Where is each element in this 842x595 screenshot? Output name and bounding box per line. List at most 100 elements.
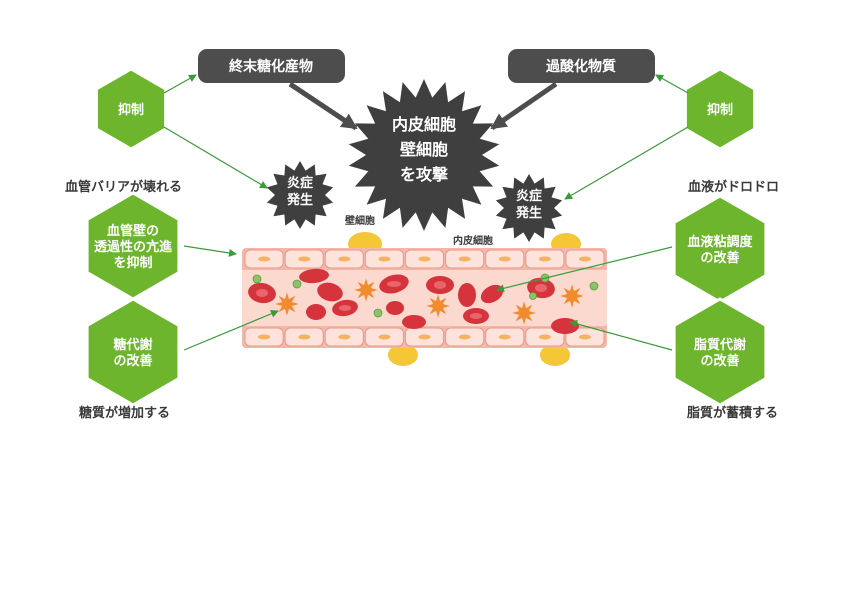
hexagon-text: 糖代謝 <box>113 337 152 353</box>
rbc <box>551 318 579 334</box>
burst-left-line-2: 発生 <box>286 192 313 208</box>
hexagon-text: 脂質代謝 <box>693 337 746 353</box>
hexagon-shape <box>85 297 181 407</box>
hex-suppress-top-right: 抑制 <box>683 67 757 151</box>
rbc-highlight <box>387 281 401 287</box>
hexagon-shape <box>672 297 768 407</box>
red-blood-cell-highlights <box>256 281 547 319</box>
particle <box>529 292 537 300</box>
label-wall-cell: 壁細胞 <box>345 214 375 227</box>
wall-cell-bottom-left <box>388 344 418 366</box>
label-blood-thick: 血液がドロドロ <box>688 179 779 195</box>
rbc-highlight <box>339 305 351 311</box>
cell-nucleus <box>338 334 351 340</box>
platelet <box>426 294 450 318</box>
hexagon-text: 透過性の亢進 <box>94 239 172 255</box>
hexagon-text: 抑制 <box>707 102 733 118</box>
wall-cell-bottom-right <box>540 344 570 366</box>
center-line-2: 壁細胞 <box>400 140 448 159</box>
top-endothelial-cells <box>244 249 605 269</box>
arrow-ages-to-center <box>288 81 358 131</box>
oxide-box <box>508 49 655 83</box>
ages-box <box>198 49 345 83</box>
arrow-hex-ml-to-vessel <box>183 245 237 257</box>
cell-nucleus <box>258 334 271 340</box>
burst-right-line-2: 発生 <box>515 205 542 221</box>
rbc-highlight <box>535 284 547 292</box>
label-vessel-barrier: 血管バリアが壊れる <box>65 179 182 195</box>
rbc <box>458 283 476 307</box>
cell-nucleus <box>418 334 431 340</box>
rbc <box>386 301 404 315</box>
rbc-highlight <box>256 289 268 297</box>
center-line-3: を攻撃 <box>400 165 448 184</box>
rbc <box>306 304 326 320</box>
hex-suppress-top-left: 抑制 <box>94 67 168 151</box>
particle <box>292 279 302 289</box>
arrow-hex-tr-to-oxide <box>655 74 689 94</box>
green-arrows <box>163 74 689 351</box>
label-endothelial: 内皮細胞 <box>453 234 493 247</box>
cell-nucleus <box>338 256 351 262</box>
cell-nucleus <box>458 334 471 340</box>
cell-nucleus <box>498 256 511 262</box>
platelet <box>354 278 378 302</box>
center-burst <box>348 79 500 231</box>
cell-nucleus <box>418 256 431 262</box>
hexagon-text: 抑制 <box>118 102 144 118</box>
particle <box>373 308 383 318</box>
rbc-highlight <box>434 281 446 289</box>
inflammation-burst-right <box>495 174 563 242</box>
ages-label: 終末糖化産物 <box>229 58 313 75</box>
hexagon-text: を抑制 <box>113 255 152 271</box>
burst-left-line-1: 炎症 <box>287 175 313 191</box>
rbc-highlight <box>470 313 482 319</box>
cell-nucleus <box>298 334 311 340</box>
arrow-hex-tl-to-burst-left <box>163 126 268 189</box>
label-sugar-increase: 糖質が増加する <box>79 405 170 421</box>
cell-nucleus <box>458 256 471 262</box>
arrow-hex-mr-to-vessel <box>496 246 673 293</box>
cell-nucleus <box>578 256 591 262</box>
vessel-lumen <box>242 270 607 326</box>
cell-nucleus <box>298 256 311 262</box>
particle <box>252 274 262 284</box>
cell-nucleus <box>578 334 591 340</box>
platelet <box>275 292 299 316</box>
platelet <box>560 284 584 308</box>
arrow-hex-bl-to-vessel <box>183 309 279 351</box>
hexagon-text: 血管壁の <box>107 223 159 239</box>
arrow-hex-br-to-vessel <box>569 319 673 351</box>
hexagon-shape <box>94 67 168 151</box>
hexagon-text: の改善 <box>113 353 152 369</box>
hexagon-text: 血液粘調度 <box>687 234 753 250</box>
label-lipid-accumulate: 脂質が蓄積する <box>686 405 778 421</box>
cell-nucleus <box>378 334 391 340</box>
cell-nucleus <box>258 256 271 262</box>
rbc <box>317 282 343 302</box>
cell-nucleus <box>538 334 551 340</box>
cell-nucleus <box>538 256 551 262</box>
arrow-oxide-to-center <box>490 81 558 131</box>
cell-nucleus <box>378 256 391 262</box>
rbc <box>402 315 426 329</box>
hexagon-text: の改善 <box>700 353 739 369</box>
bottom-endothelial-cells <box>244 327 605 347</box>
hexagon-shape <box>683 67 757 151</box>
platelets <box>275 278 584 325</box>
inflammation-burst-left <box>266 161 334 229</box>
cell-nucleus <box>498 334 511 340</box>
platelet <box>512 301 536 325</box>
particle <box>589 281 599 291</box>
rbc <box>299 268 329 284</box>
burst-right-line-1: 炎症 <box>516 188 542 204</box>
oxide-label: 過酸化物質 <box>545 58 616 75</box>
center-line-1: 内皮細胞 <box>392 115 456 134</box>
hexagon-text: の改善 <box>700 250 739 266</box>
arrow-hex-tr-to-burst-right <box>564 126 689 200</box>
